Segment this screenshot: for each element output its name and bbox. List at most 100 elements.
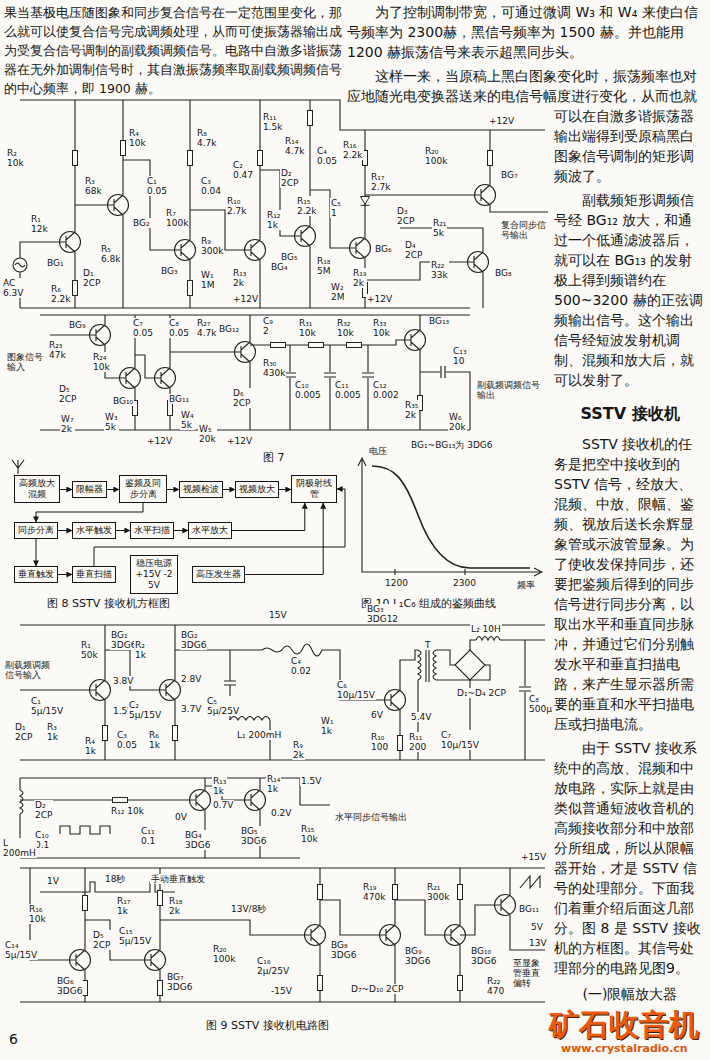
component-label: +12V: [146, 436, 173, 446]
block-connector: [174, 530, 188, 531]
sawtooth-wave: [520, 876, 540, 888]
transistor-symbol: [86, 676, 111, 704]
component-label: D₅ 2CP: [58, 384, 77, 404]
component-label: W₇ 2k: [60, 414, 75, 434]
transistor-symbol: [104, 191, 129, 219]
component-label: R₉ 2k: [292, 740, 305, 760]
block-connector: [279, 489, 291, 490]
component-label: C₁₃ 10: [452, 346, 468, 366]
resistor-symbol: [188, 281, 193, 296]
component-label: R₁₄ 4.7k: [284, 136, 306, 156]
component-label: +12V: [232, 294, 259, 304]
component-label: BG₁₁: [168, 394, 190, 404]
body-text: 果当基极电压随图象和同步复合信号在一定范围里变化，那么就可以使复合信号完成调频处…: [4, 3, 342, 98]
capacitor-symbol: [362, 373, 374, 377]
component-label: C₁₅ 5μ/15V: [118, 926, 152, 946]
component-label: D₂ 2CP: [34, 800, 53, 820]
resistor-symbol: [271, 343, 286, 348]
component-label: D₁ 2CP: [82, 268, 101, 288]
component-label: R₁₀ 2.7k: [226, 196, 248, 216]
component-label: BG₉ 3DG6: [404, 946, 431, 966]
block-box: 水平放大: [188, 522, 232, 539]
resistor-symbol: [73, 281, 78, 296]
component-label: C₉ 2: [262, 316, 274, 336]
component-label: C₃ 0.04: [200, 176, 222, 196]
component-label: 复合同步信号输出: [500, 220, 550, 240]
component-label: R₁₆ 10k: [28, 904, 47, 924]
block-label: 高压发生器: [196, 569, 241, 580]
transistor-symbol: [241, 236, 266, 264]
resistor-symbol: [488, 151, 493, 166]
capacitor-symbol: [324, 373, 336, 377]
axis-label: 电压: [368, 446, 388, 456]
body-text: 这样一来，当原稿上黑白图象变化时，振荡频率也对应地随光电变换器送来的电信号幅度进…: [346, 66, 706, 186]
component-label: R₁₇ 2.7k: [370, 172, 392, 192]
inductor: [476, 637, 500, 641]
component-label: W₄ 5k: [180, 410, 195, 430]
block-connector: [245, 503, 323, 575]
resistor-symbol: [258, 151, 263, 166]
component-label: C₂ 0.47: [232, 160, 254, 180]
component-label: 13V: [528, 938, 548, 948]
component-label: R₄ 1k: [84, 736, 97, 756]
component-label: D₃ 2CP: [396, 206, 415, 226]
component-label: R₂₂ 470: [486, 976, 505, 996]
figure-caption: 图 9 SSTV 接收机电路图: [205, 1020, 330, 1032]
component-label: R₁₈ 5M: [316, 256, 331, 276]
block-box: 垂直扫描: [72, 566, 116, 583]
component-label: +15V: [520, 852, 547, 862]
component-label: W₅ 20k: [198, 424, 217, 444]
component-label: R₈ 4.7k: [196, 128, 218, 148]
sine-burst: [262, 644, 322, 656]
component-label: R₁₃ 1k: [212, 776, 227, 796]
component-label: BG₁₀ 3DG6: [470, 946, 497, 966]
component-label: 副载频调频信号输入: [4, 660, 58, 680]
transistor-symbol: [151, 364, 176, 392]
component-label: R₄ 10k: [128, 128, 147, 148]
block-label: 高频放大混频: [18, 478, 56, 500]
figure-caption: 图 8 SSTV 接收机方框图: [46, 598, 171, 610]
component-label: D₆ 2CP: [232, 388, 251, 408]
component-label: BG₇ 3DG6: [166, 972, 193, 992]
component-label: -15V: [270, 986, 293, 996]
axis-label: 1200: [384, 578, 409, 588]
component-label: BG₂: [132, 218, 151, 228]
block-connector: [58, 530, 72, 531]
transistor-symbol: [231, 338, 256, 366]
transistor-symbol: [491, 891, 516, 919]
component-label: BG₄ 3DG6: [184, 830, 211, 850]
component-label: R₁₇ 1k: [116, 896, 131, 916]
resistor-symbol: [458, 976, 463, 991]
component-label: 3.8V: [112, 676, 134, 686]
component-label: R₆ 1k: [148, 730, 161, 750]
component-label: 图象信号输入: [6, 352, 46, 372]
transistor-symbol: [471, 181, 496, 209]
block-label: 鉴频及同步分离: [123, 478, 163, 500]
component-label: W₃ 5k: [104, 412, 119, 432]
component-label: 6V: [370, 710, 384, 720]
inductor: [20, 790, 23, 814]
component-label: 水平同步信号输出: [334, 812, 408, 822]
text-column: 果当基极电压随图象和同步复合信号在一定范围里变化，那么就可以使复合信号完成调频处…: [4, 3, 342, 98]
discriminator-curve: [372, 466, 530, 568]
transistor-symbol: [301, 921, 326, 949]
wire: [20, 625, 545, 760]
transistor-symbol: [291, 222, 316, 250]
capacitor-symbol: [224, 681, 236, 685]
block-label: 水平扫描: [134, 525, 170, 536]
transistor-symbol: [141, 946, 166, 974]
component-label: T: [424, 640, 432, 650]
component-label: R₁₆ 2.2k: [342, 140, 364, 160]
float-spacer: [346, 2, 347, 114]
block-label: 垂直扫描: [76, 569, 112, 580]
component-label: C₁ 0.05: [146, 176, 168, 196]
component-label: C₁₁ 0.005: [334, 380, 362, 400]
component-label: C₁₀ 0.005: [294, 380, 322, 400]
block-box: 限幅器: [72, 481, 107, 498]
capacitor-symbol: [519, 687, 531, 691]
component-label: R₃₁ 10k: [298, 318, 317, 338]
block-box: 水平扫描: [130, 522, 174, 539]
component-label: BG₉: [68, 320, 87, 330]
transistor-symbol: [401, 326, 426, 354]
component-label: R₂₄ 10k: [92, 352, 111, 372]
